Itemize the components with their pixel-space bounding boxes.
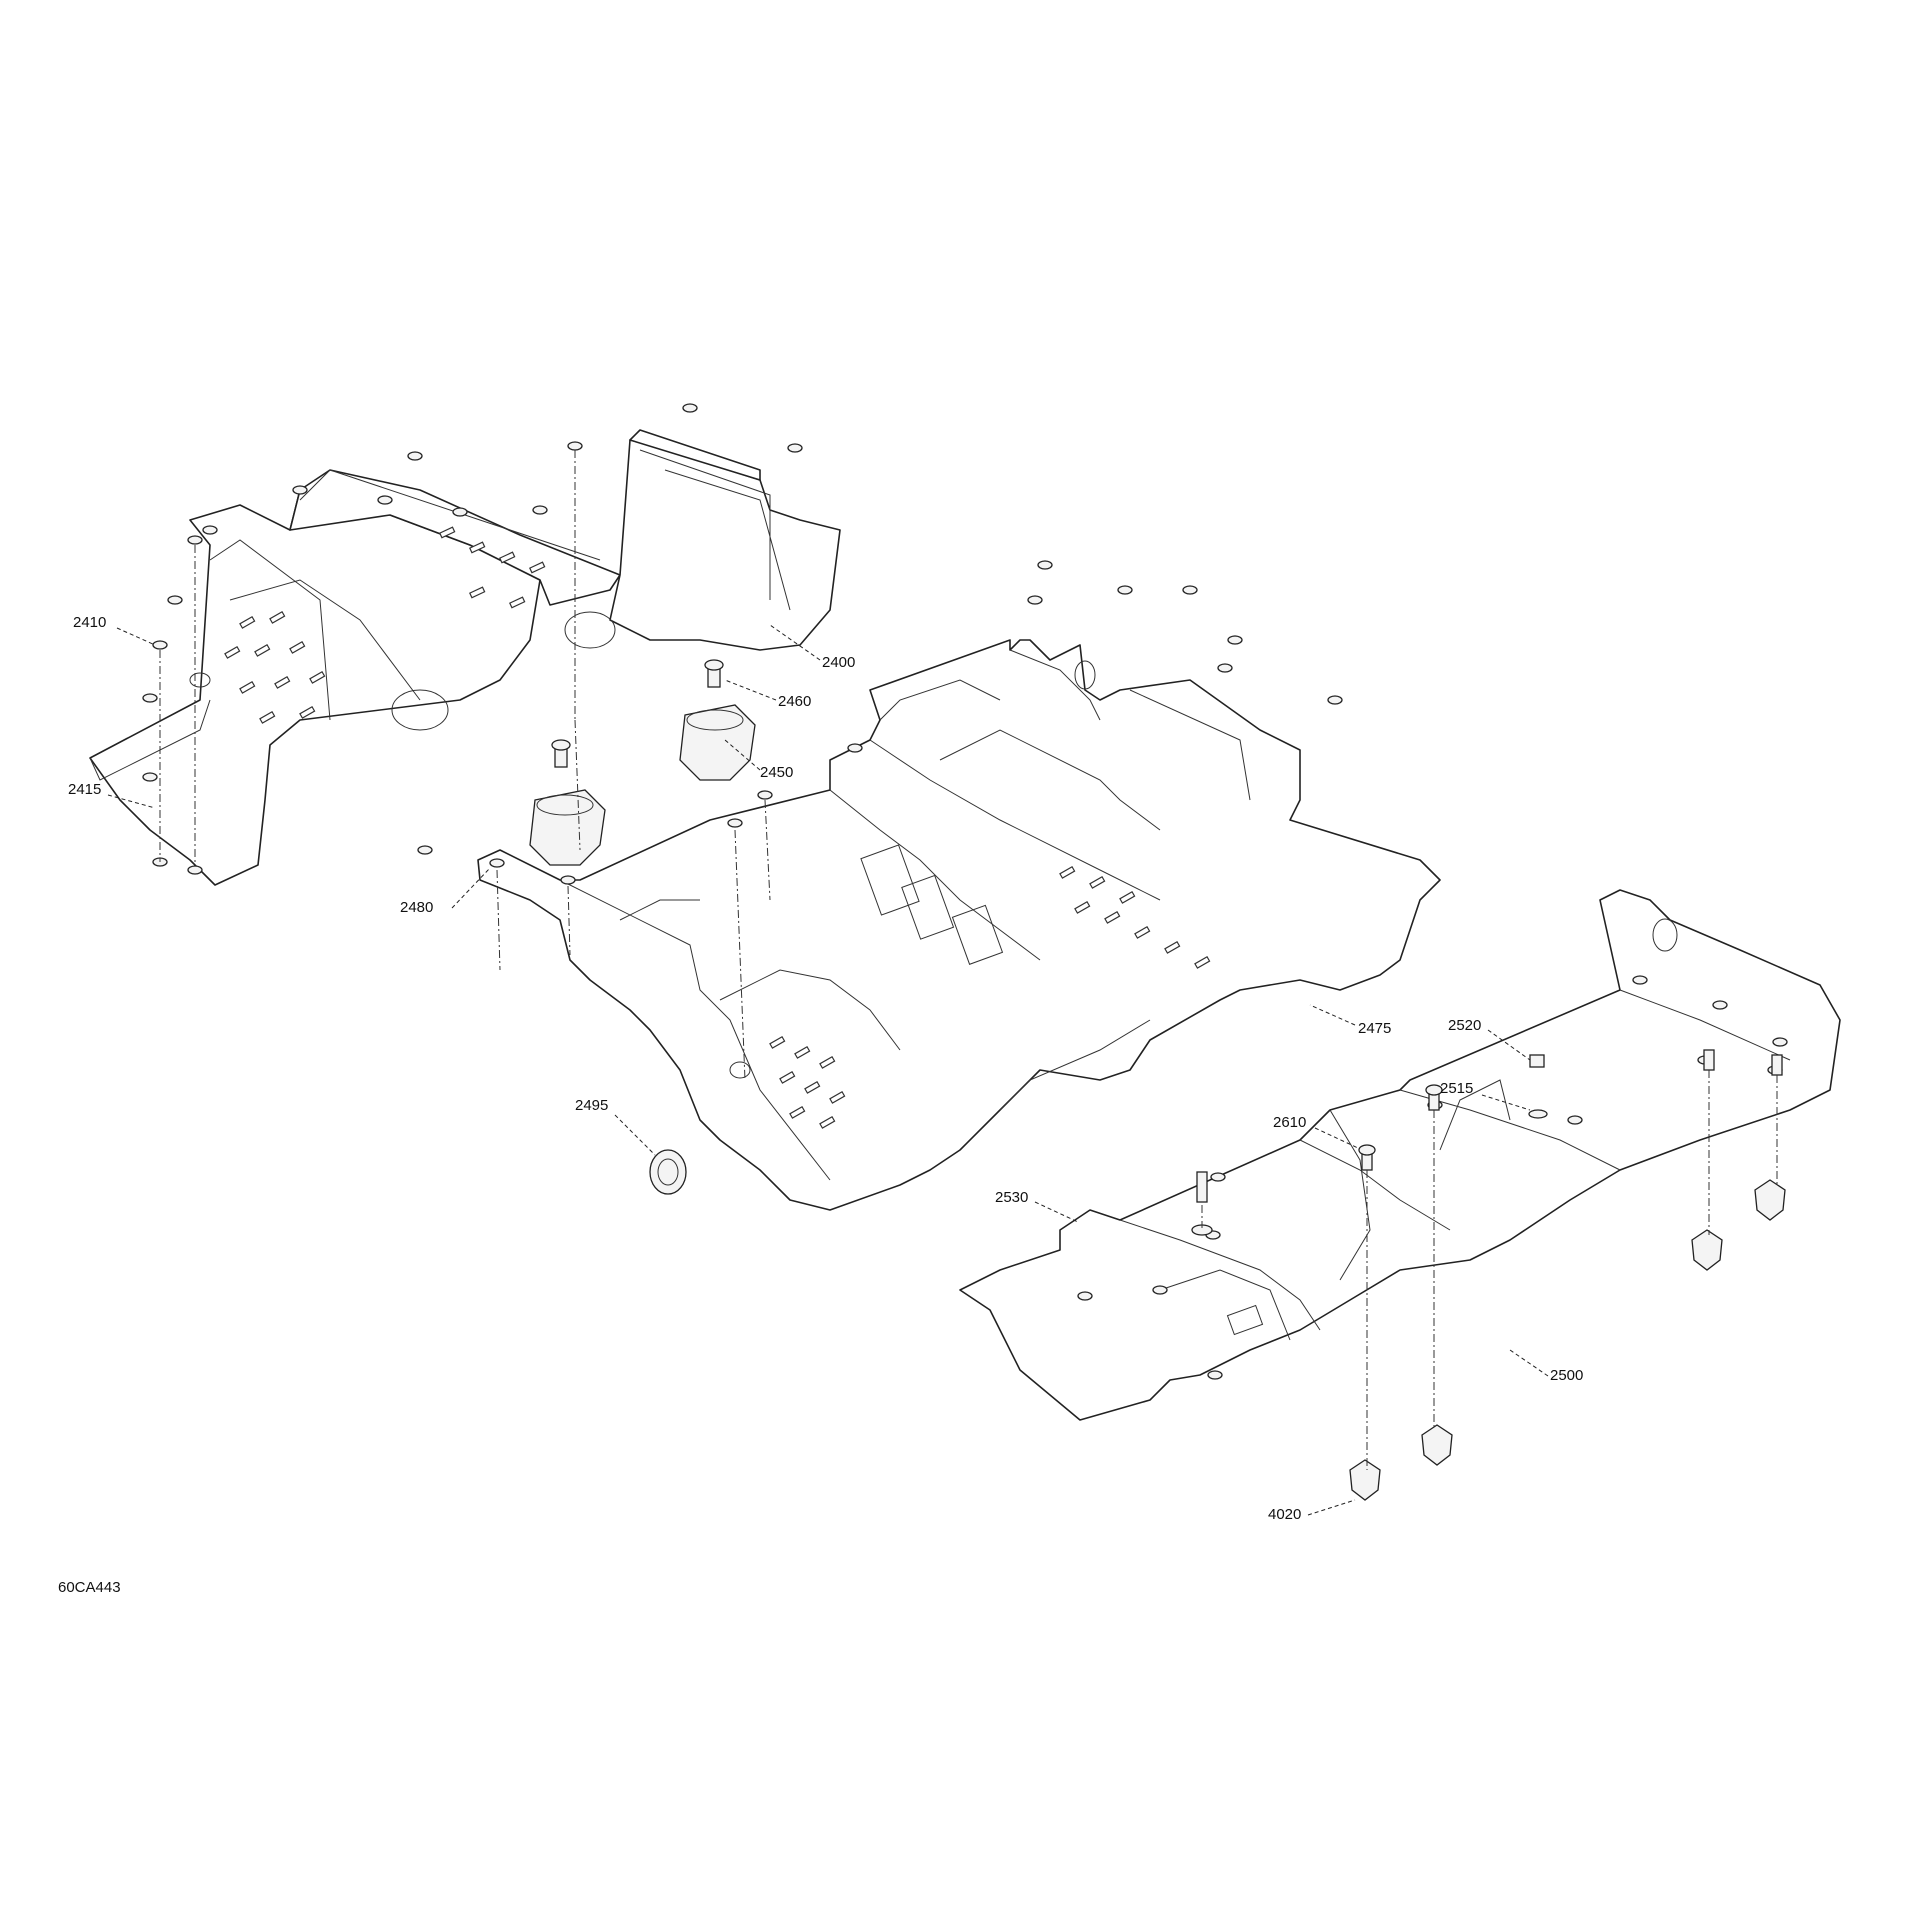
callout-2480: 2480 — [400, 899, 433, 916]
fasteners — [142, 403, 1788, 1501]
callout-2410: 2410 — [73, 614, 106, 631]
reference-code: 60CA443 — [58, 1579, 121, 1596]
callout-2530: 2530 — [995, 1189, 1028, 1206]
callout-2500: 2500 — [1550, 1367, 1583, 1384]
callout-2450: 2450 — [760, 764, 793, 781]
front-floor-panel[interactable] — [959, 889, 1841, 1421]
main-floor-panel[interactable] — [477, 639, 1441, 1211]
callout-2415: 2415 — [68, 781, 101, 798]
rear-floor-panel[interactable] — [89, 429, 841, 886]
rear-floor-slots — [224, 526, 546, 724]
callout-4020: 4020 — [1268, 1506, 1301, 1523]
callout-2515: 2515 — [1440, 1080, 1473, 1097]
callout-leaders — [107, 624, 1549, 1516]
callout-labels: 2400 2410 2415 2450 2460 2475 2480 2495 … — [68, 614, 1583, 1523]
callout-2610: 2610 — [1273, 1114, 1306, 1131]
callout-2475: 2475 — [1358, 1020, 1391, 1037]
callout-2495: 2495 — [575, 1097, 608, 1114]
callout-2520: 2520 — [1448, 1017, 1481, 1034]
callout-2400: 2400 — [822, 654, 855, 671]
assembly-axes — [159, 450, 1778, 1470]
main-floor-slots — [769, 865, 1211, 1129]
callout-2460: 2460 — [778, 693, 811, 710]
